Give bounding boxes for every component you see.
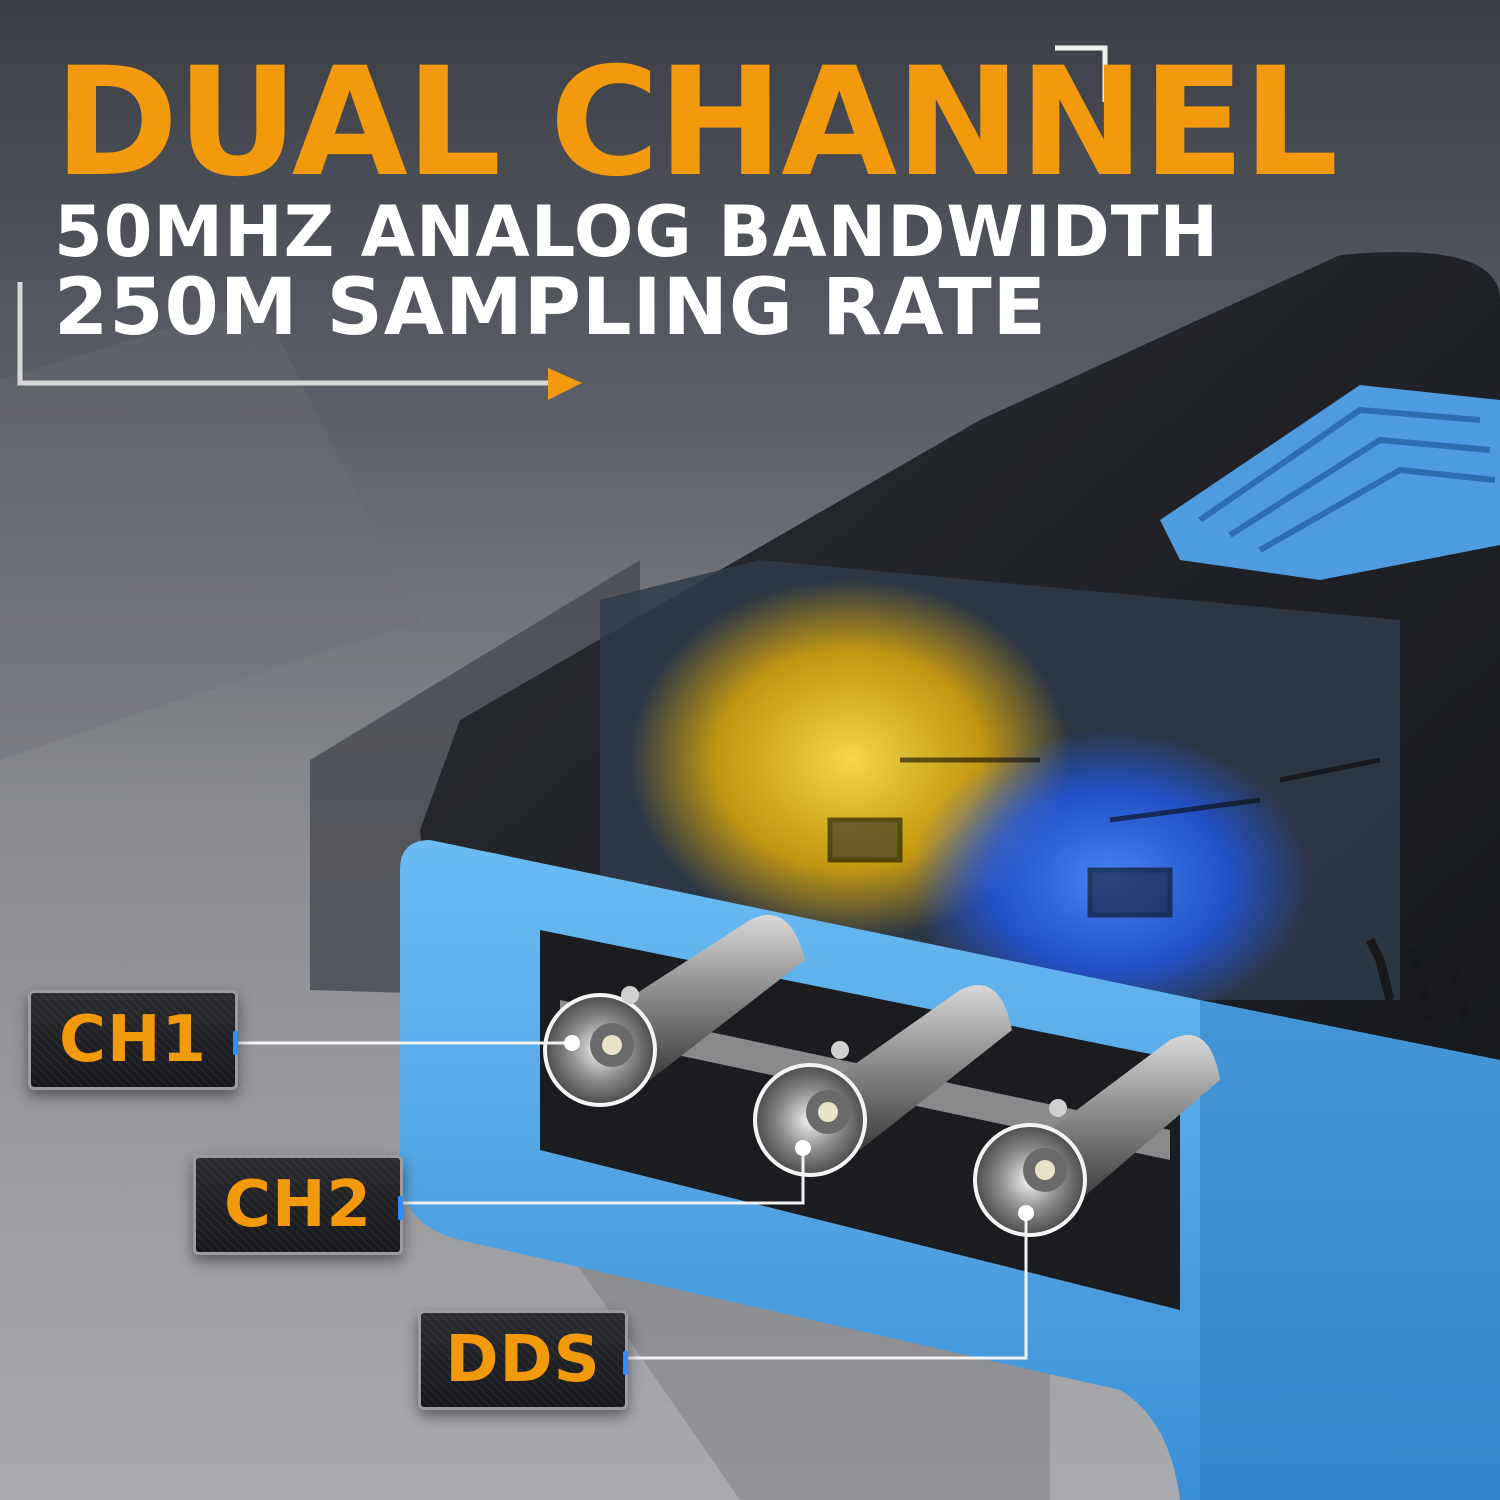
callout-lines [238, 1041, 1028, 1360]
top-button [1160, 385, 1500, 580]
case-vent [1405, 948, 1435, 1021]
label-ch1: CH1 [28, 990, 238, 1090]
bnc-connector-ch1 [543, 915, 805, 1107]
arrow-marker [548, 368, 582, 400]
bnc-connector-dds [973, 1035, 1220, 1237]
corner-bracket-top-right [1055, 45, 1108, 102]
background-stripe [0, 300, 420, 760]
callout-dot [1018, 1205, 1034, 1221]
case-vent [1445, 958, 1475, 1041]
corner-bracket-left [17, 282, 552, 386]
circuit-board [827, 757, 1381, 918]
label-ch2: CH2 [193, 1155, 403, 1255]
blue-case-shading [1200, 1000, 1500, 1500]
bandwidth-spec: 50MHZ ANALOG BANDWIDTH [54, 191, 1220, 273]
callout-dot [795, 1140, 811, 1156]
bnc-connector-ch2 [753, 985, 1012, 1177]
case-vent [1365, 937, 1395, 1002]
callout-dot [564, 1035, 580, 1051]
headline: DUAL CHANNEL [54, 36, 1338, 210]
label-dds: DDS [418, 1310, 628, 1410]
sampling-spec: 250M SAMPLING RATE [54, 263, 1047, 353]
